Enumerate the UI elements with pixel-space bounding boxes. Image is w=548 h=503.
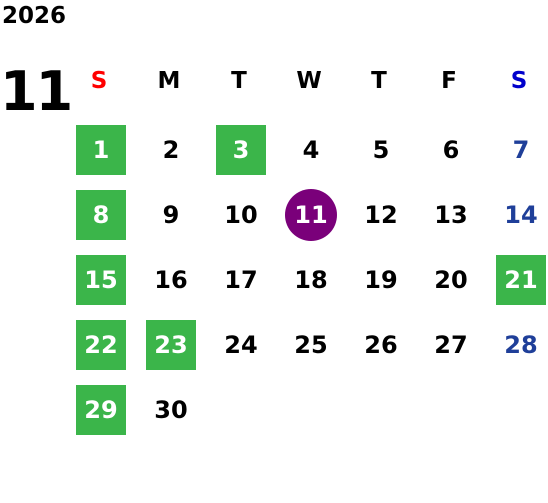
calendar-date[interactable]: 2 <box>162 136 180 164</box>
calendar-date[interactable]: 27 <box>434 331 468 359</box>
calendar-date[interactable]: 20 <box>434 266 468 294</box>
calendar-date[interactable]: 16 <box>154 266 188 294</box>
calendar-date[interactable]: 26 <box>364 331 398 359</box>
saturday-date[interactable]: 28 <box>504 331 538 359</box>
calendar-cell: 27 <box>414 313 484 378</box>
holiday-date[interactable]: 1 <box>76 125 126 175</box>
calendar-cell: 22 <box>64 313 134 378</box>
calendar-cell: 13 <box>414 183 484 248</box>
calendar-cell: 2 <box>134 118 204 183</box>
calendar-date[interactable]: 17 <box>224 266 258 294</box>
calendar-cell: 7 <box>484 118 548 183</box>
year-label: 2026 <box>2 3 67 29</box>
calendar-cell <box>484 378 548 443</box>
calendar-cell: 26 <box>344 313 414 378</box>
calendar-cell: 25 <box>274 313 344 378</box>
calendar-cell: 4 <box>274 118 344 183</box>
month-label: 11 <box>0 60 73 123</box>
calendar-cell: 24 <box>204 313 274 378</box>
weekday-label-0: S <box>90 68 108 94</box>
calendar-cell: 8 <box>64 183 134 248</box>
holiday-date[interactable]: 8 <box>76 190 126 240</box>
holiday-date[interactable]: 21 <box>496 255 546 305</box>
weekday-label-6: S <box>510 68 528 94</box>
calendar-cell: 10 <box>204 183 274 248</box>
calendar-cell <box>414 378 484 443</box>
calendar-date[interactable]: 19 <box>364 266 398 294</box>
calendar-date[interactable]: 4 <box>302 136 320 164</box>
calendar-date[interactable]: 12 <box>364 201 398 229</box>
calendar-date[interactable]: 13 <box>434 201 468 229</box>
calendar-cell <box>274 378 344 443</box>
calendar-cell: 18 <box>274 248 344 313</box>
weekday-label-5: F <box>441 68 457 94</box>
weekday-label-4: T <box>371 68 387 94</box>
calendar-cell: 5 <box>344 118 414 183</box>
calendar-cell <box>344 378 414 443</box>
calendar-cell: 1 <box>64 118 134 183</box>
calendar-cell: 23 <box>134 313 204 378</box>
calendar-cell: 11 <box>274 183 344 248</box>
calendar-cell: 6 <box>414 118 484 183</box>
weekday-label-3: W <box>296 68 322 94</box>
calendar-cell: 21 <box>484 248 548 313</box>
calendar-cell: 29 <box>64 378 134 443</box>
calendar-date[interactable]: 25 <box>294 331 328 359</box>
calendar-date[interactable]: 5 <box>372 136 390 164</box>
holiday-date[interactable]: 3 <box>216 125 266 175</box>
calendar-date[interactable]: 24 <box>224 331 258 359</box>
holiday-date[interactable]: 23 <box>146 320 196 370</box>
calendar-cell: 16 <box>134 248 204 313</box>
calendar-cell: 19 <box>344 248 414 313</box>
calendar-date[interactable]: 6 <box>442 136 460 164</box>
calendar-date[interactable]: 10 <box>224 201 258 229</box>
saturday-date[interactable]: 7 <box>512 136 530 164</box>
saturday-date[interactable]: 14 <box>504 201 538 229</box>
today-date[interactable]: 11 <box>285 189 337 241</box>
calendar-cell: 28 <box>484 313 548 378</box>
calendar-cell: 9 <box>134 183 204 248</box>
calendar-cell: 30 <box>134 378 204 443</box>
calendar-cell <box>204 378 274 443</box>
weekday-label-2: T <box>231 68 247 94</box>
calendar-cell: 17 <box>204 248 274 313</box>
calendar-cell: 12 <box>344 183 414 248</box>
calendar-date[interactable]: 30 <box>154 396 188 424</box>
weekday-label-1: M <box>157 68 181 94</box>
calendar-cell: 20 <box>414 248 484 313</box>
calendar-cell: 15 <box>64 248 134 313</box>
calendar-date[interactable]: 9 <box>162 201 180 229</box>
holiday-date[interactable]: 29 <box>76 385 126 435</box>
calendar-date[interactable]: 18 <box>294 266 328 294</box>
holiday-date[interactable]: 22 <box>76 320 126 370</box>
calendar-cell: 14 <box>484 183 548 248</box>
calendar-cell: 3 <box>204 118 274 183</box>
holiday-date[interactable]: 15 <box>76 255 126 305</box>
